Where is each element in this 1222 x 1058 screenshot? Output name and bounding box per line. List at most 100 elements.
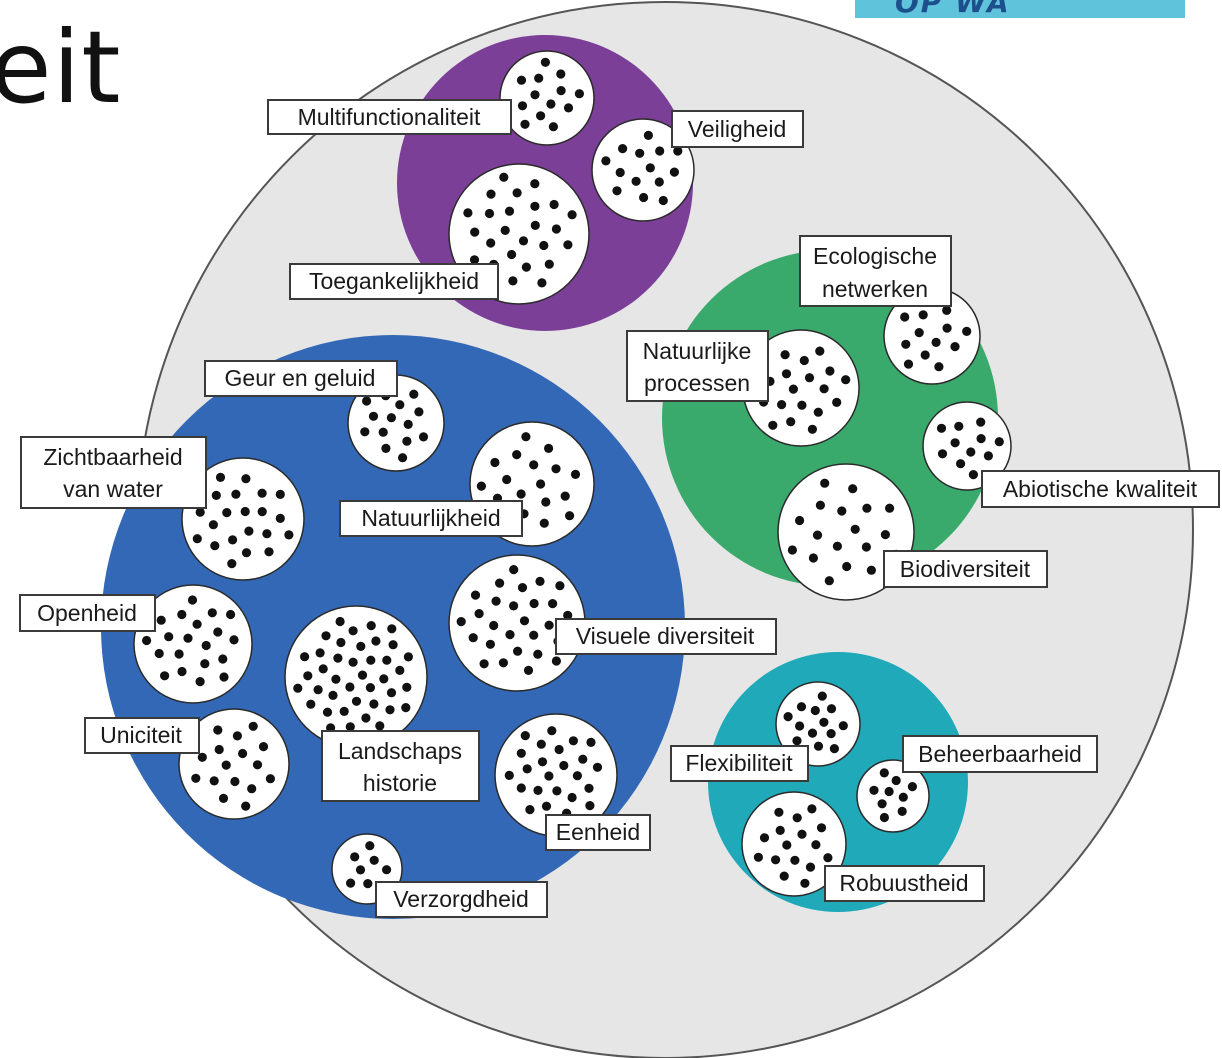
- bubble-dot: [177, 666, 187, 677]
- bubble-dot: [832, 397, 842, 407]
- bubble-dot: [210, 541, 220, 551]
- slide-title-fragment: eit: [0, 9, 122, 126]
- bubble-dot: [321, 631, 331, 641]
- bubble-dot: [592, 762, 603, 772]
- bubble-dot: [574, 89, 585, 99]
- bubble-dot: [213, 627, 223, 637]
- bubble-dot: [536, 739, 546, 749]
- bubble-veiligheid: [591, 118, 695, 222]
- bubble-dot: [387, 624, 397, 634]
- bubble-dot: [907, 782, 918, 792]
- label-geur-en-geluid: Geur en geluid: [204, 360, 398, 397]
- bubble-dot: [395, 665, 405, 676]
- label-verzorgdheid: Verzorgdheid: [375, 881, 548, 918]
- bubble-dot: [335, 616, 345, 627]
- bubble-dot: [366, 655, 376, 665]
- bubble-dot: [976, 434, 986, 444]
- bubble-dot: [520, 731, 530, 741]
- bubble-dot: [551, 656, 562, 666]
- bubble-dot: [548, 599, 558, 609]
- bubble-dot: [375, 721, 385, 731]
- bubble-dot: [950, 438, 960, 448]
- bubble-dot: [568, 736, 579, 746]
- bubble-dot: [200, 659, 210, 669]
- bubble-dot: [781, 369, 792, 379]
- bubble-dot: [983, 451, 994, 461]
- bubble-dot: [552, 786, 562, 796]
- bubble-dot: [654, 177, 664, 187]
- bubble-dot: [775, 825, 785, 836]
- svg-text:Toegankelijkheid: Toegankelijkheid: [309, 268, 479, 294]
- bubble-dot: [815, 346, 825, 356]
- bubble-dot: [567, 792, 577, 803]
- bubble-dot: [476, 481, 486, 491]
- bubble-dot: [544, 771, 554, 781]
- bubble-dot: [797, 400, 807, 410]
- bubble-dot: [537, 757, 548, 767]
- bubble-dot: [551, 464, 561, 474]
- svg-text:Eenheid: Eenheid: [556, 819, 640, 845]
- bubble-dot: [936, 423, 947, 433]
- bubble-dot: [505, 630, 515, 640]
- bubble-dot: [293, 683, 303, 693]
- bubble-dot: [345, 682, 355, 692]
- bubble-dot: [942, 323, 952, 333]
- bubble-dot: [635, 148, 645, 158]
- bubble-dot: [797, 829, 807, 839]
- bubble-dot: [786, 417, 796, 427]
- bubble-dot: [810, 705, 820, 716]
- bubble-dot: [221, 760, 231, 770]
- bubble-dot: [512, 450, 522, 460]
- bubble-dot: [572, 771, 583, 781]
- label-visuele-diversiteit: Visuele diversiteit: [555, 618, 777, 655]
- bubble-dot: [357, 670, 368, 680]
- bubble-dot: [787, 545, 798, 555]
- bubble-multifunctionaliteit: [499, 50, 595, 146]
- bubble-dot: [934, 362, 944, 372]
- bubble-dot: [418, 432, 429, 442]
- bubble-dot: [567, 210, 577, 220]
- logo-text: OP WA: [895, 0, 1011, 18]
- bubble-biodiversiteit: [777, 463, 915, 601]
- bubble-dot: [284, 530, 294, 540]
- bubble-dot: [197, 752, 207, 762]
- label-openheid: Openheid: [19, 594, 156, 632]
- svg-text:Openheid: Openheid: [37, 600, 137, 626]
- bubble-dot: [645, 163, 655, 173]
- bubble-dot: [813, 407, 823, 417]
- bubble-dot: [229, 635, 239, 645]
- bubble-dot: [529, 460, 539, 470]
- bubble-dot: [631, 176, 641, 186]
- bubble-dot: [530, 220, 540, 230]
- bubble-dot: [547, 726, 557, 736]
- bubble-dot: [369, 699, 379, 709]
- bubble-dot: [771, 855, 781, 865]
- bubble-dot: [826, 729, 836, 739]
- bubble-dot: [498, 658, 508, 668]
- bubble-ecologische-netwerken: [883, 287, 981, 385]
- bubble-dot: [807, 424, 818, 434]
- bubble-dot: [530, 90, 540, 100]
- bubble-dot: [231, 489, 241, 499]
- bubble-dot: [779, 871, 789, 881]
- bubble-dot: [414, 407, 424, 417]
- bubble-dot: [832, 541, 843, 551]
- bubble-dot: [517, 583, 528, 593]
- bubble-dot: [368, 411, 379, 421]
- bubble-dot: [780, 350, 790, 360]
- bubble-dot: [529, 598, 539, 609]
- bubble-dot: [539, 240, 549, 251]
- bubble-dot: [546, 99, 556, 109]
- bubble-dot: [556, 86, 566, 96]
- bubble-dot: [508, 601, 519, 611]
- label-beheerbaarheid: Beheerbaarheid: [902, 735, 1098, 773]
- bubble-dot: [519, 616, 530, 626]
- bubble-landschaps-historie: [284, 605, 428, 749]
- bubble-dot: [518, 236, 529, 246]
- bubble-dot: [275, 513, 285, 524]
- bubble-dot: [862, 503, 872, 513]
- bubble-dot: [265, 774, 275, 784]
- bubble-dot: [850, 524, 860, 534]
- svg-text:Verzorgdheid: Verzorgdheid: [393, 886, 529, 912]
- bubble-dot: [618, 144, 628, 154]
